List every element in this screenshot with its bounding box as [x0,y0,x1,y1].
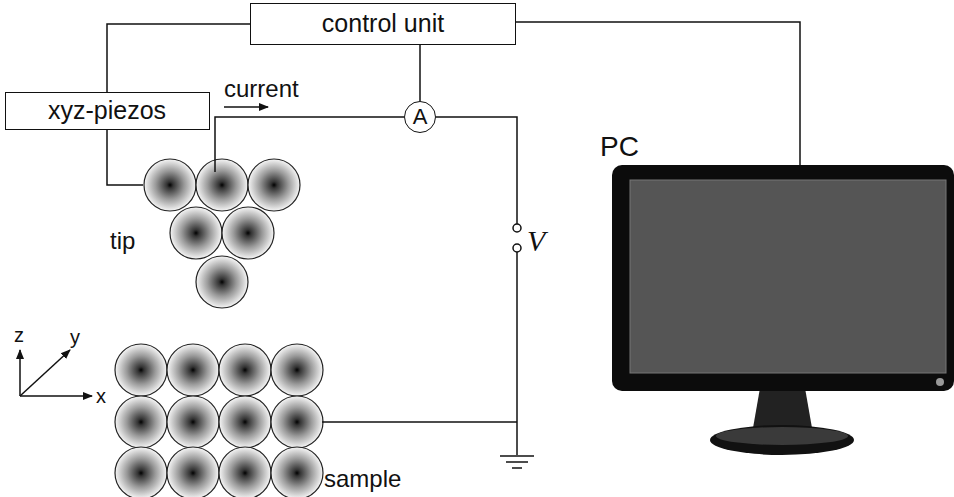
axis-label: z [14,324,24,346]
atom [271,344,323,396]
axes [20,350,92,396]
axis-label: y [70,326,80,348]
current-label: current [224,76,299,102]
atom [271,447,323,497]
atom [167,447,219,497]
voltage-label: V [527,224,545,257]
atom [196,256,248,308]
atom [219,396,271,448]
atom [170,207,222,259]
atom [167,396,219,448]
terminal [513,244,521,252]
atom [115,396,167,448]
node-text: xyz-piezos [48,97,166,125]
atom [196,159,248,211]
current-arrow [224,106,268,108]
wire-connector [420,45,421,101]
monitor [612,165,954,455]
node-text: A [413,105,428,129]
ammeter-symbol: A [404,101,436,133]
tip-label: tip [110,228,135,254]
atom [248,159,300,211]
atom [219,344,271,396]
pc-label: PC [600,132,639,163]
piezo-box: xyz-piezos [5,92,210,130]
atom [115,344,167,396]
sample-label: sample [324,466,401,492]
atom [115,447,167,497]
atom [271,396,323,448]
atom [219,447,271,497]
atom [222,207,274,259]
node-text: control unit [322,10,444,38]
axis-label: x [96,385,106,407]
atom [144,159,196,211]
ground-symbol [500,456,534,468]
atom [167,344,219,396]
terminal [513,224,521,232]
control-box: control unit [250,3,516,45]
atoms [115,159,323,497]
